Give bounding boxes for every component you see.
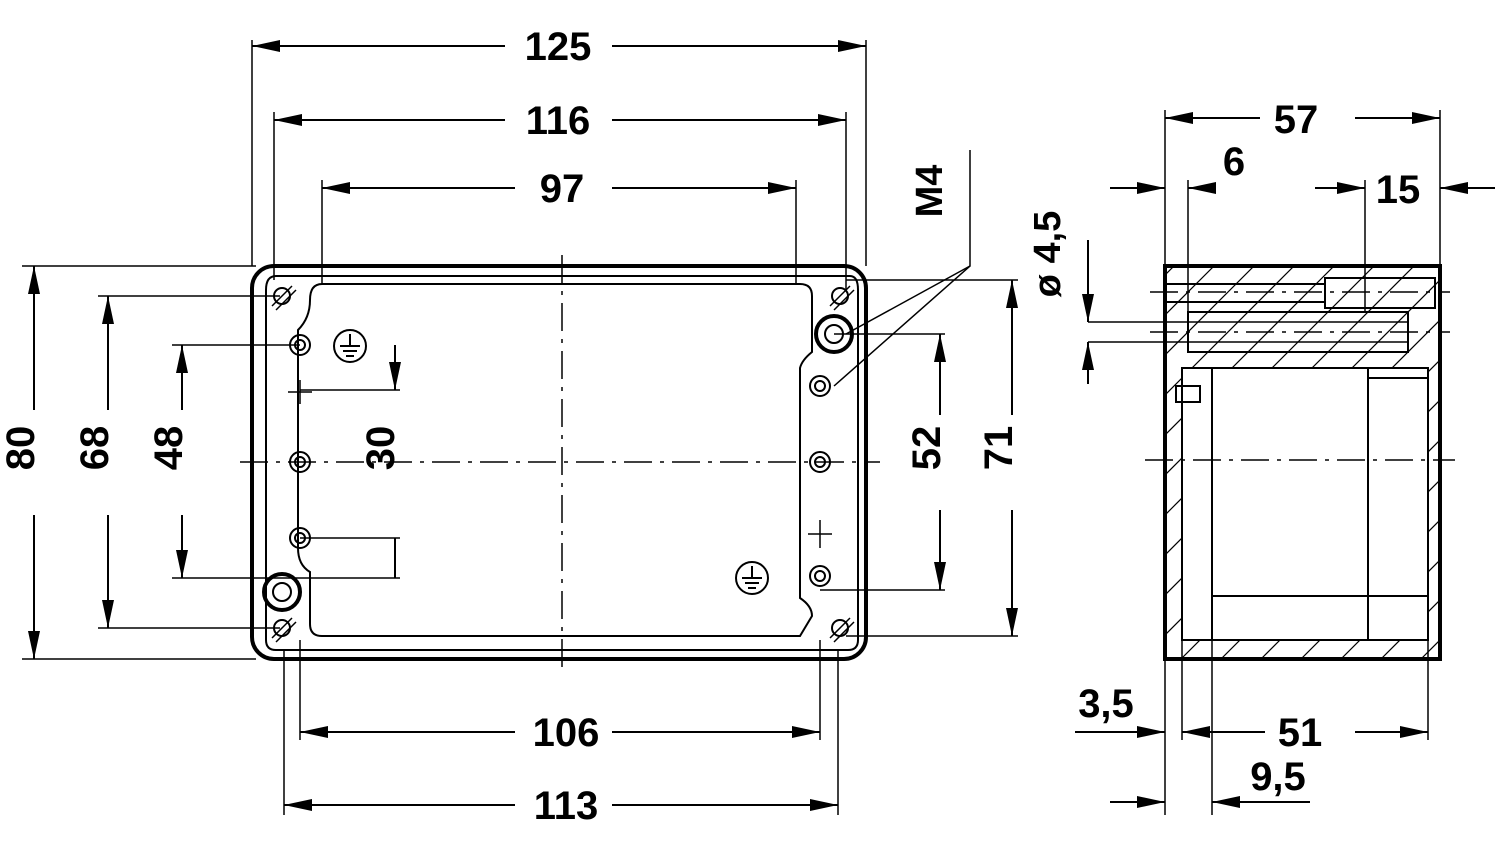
dim-15-label: 15 (1376, 168, 1421, 212)
threaded-insert-right-2 (809, 451, 831, 473)
enclosure-inner-outline (297, 283, 814, 637)
dim-113-label: 113 (534, 784, 599, 828)
ground-symbol-top-left (333, 329, 367, 363)
threaded-insert-right-1 (809, 375, 831, 397)
dim-9-5-label: 9,5 (1250, 755, 1306, 799)
front-dimensions (28, 40, 1018, 811)
threaded-insert-left-2 (289, 451, 311, 473)
crosshair-mark-right (808, 520, 832, 548)
dim-97-label: 97 (540, 167, 585, 211)
dim-3-5-label: 3,5 (1078, 682, 1134, 726)
lid-screw-bottom-left (262, 572, 302, 612)
dim-71-label: 71 (977, 426, 1021, 471)
dim-68-label: 68 (73, 426, 117, 471)
ground-symbol-bottom-right (735, 561, 769, 595)
dim-116-label: 116 (526, 99, 591, 143)
crosshair-mark-left (288, 380, 312, 404)
dim-30-label: 30 (359, 426, 403, 471)
side-cavity-outline (1181, 367, 1429, 641)
side-inner-step (1211, 367, 1369, 641)
side-body-outline (1163, 264, 1442, 661)
dim-6-label: 6 (1223, 140, 1245, 184)
dim-51-label: 51 (1278, 711, 1323, 755)
dim-125-label: 125 (525, 25, 592, 69)
side-view (1088, 110, 1455, 815)
mounting-hole-top-right (829, 285, 855, 311)
dim-52-label: 52 (905, 426, 949, 471)
side-dimensions (1075, 112, 1495, 808)
mounting-hole-top-left (271, 285, 297, 311)
threaded-insert-right-3 (809, 565, 831, 587)
dim-48-label: 48 (147, 426, 191, 471)
lid-flange-outline (265, 275, 859, 651)
thread-m4-label: M4 (909, 165, 951, 218)
dim-80-label: 80 (0, 426, 43, 471)
dim-106-label: 106 (533, 711, 600, 755)
front-view (22, 40, 1018, 815)
side-small-screw (1175, 385, 1201, 403)
dim-57-label: 57 (1274, 98, 1319, 142)
mounting-hole-bottom-right (829, 617, 855, 643)
mounting-hole-bottom-left (271, 617, 297, 643)
dim-hole-diameter-label: ø 4,5 (1027, 211, 1069, 298)
